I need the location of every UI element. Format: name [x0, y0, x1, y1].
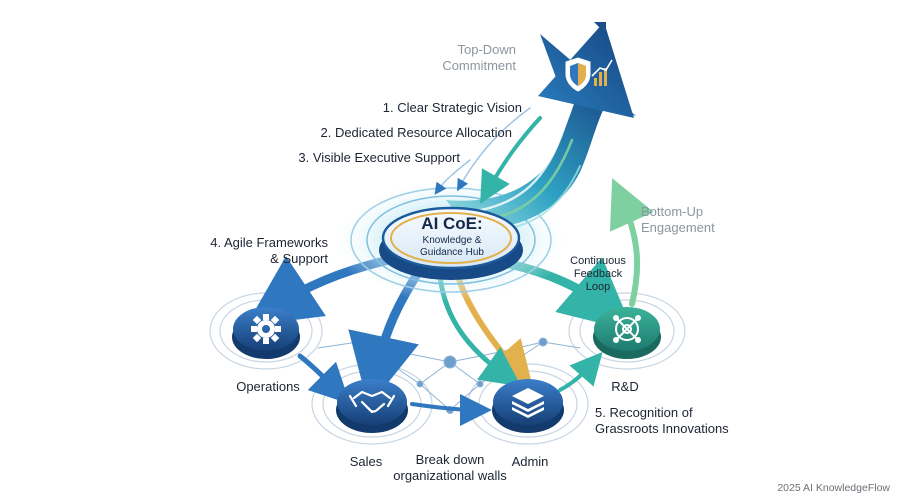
- walls-label: Break down organizational walls: [380, 452, 520, 484]
- bottom-up-line-1: Bottom-Up: [641, 204, 704, 219]
- node-sales: [336, 379, 408, 433]
- operations-label: Operations: [236, 379, 300, 394]
- principle-5-line-1: 5. Recognition of: [595, 405, 693, 420]
- layers-icon: [512, 388, 544, 418]
- handshake-icon: [348, 390, 396, 414]
- hub-title: AI CoE:: [421, 214, 483, 233]
- feedback-line-3: Loop: [585, 281, 611, 293]
- principle-4-label: 4. Agile Frameworks & Support: [196, 235, 328, 267]
- rnd-label: R&D: [611, 379, 639, 394]
- principle-3-label: 3. Visible Executive Support: [298, 150, 460, 165]
- principle-arrows: [434, 107, 542, 204]
- sales-label: Sales: [349, 454, 383, 469]
- top-down-line-1: Top-Down: [457, 42, 516, 57]
- hub-subtitle-line-2: Guidance Hub: [420, 247, 484, 258]
- hub-label: AI CoE: Knowledge & Guidance Hub: [404, 214, 500, 259]
- admin-label: Admin: [511, 454, 549, 469]
- shield-chart-icon: [565, 57, 613, 92]
- walls-line-1: Break down: [415, 452, 485, 467]
- hub-subtitle: Knowledge & Guidance Hub: [404, 235, 500, 259]
- bottom-up-label: Bottom-Up Engagement: [641, 204, 751, 236]
- walls-line-2: organizational walls: [393, 468, 507, 483]
- node-admin: [492, 379, 564, 433]
- feedback-line-1: Continuous: [570, 255, 626, 267]
- footer-credit: 2025 AI KnowledgeFlow: [777, 482, 890, 494]
- gear-icon: [251, 314, 281, 344]
- principle-1-label: 1. Clear Strategic Vision: [382, 100, 522, 115]
- feedback-loop-label: Continuous Feedback Loop: [560, 255, 636, 294]
- principle-5-line-2: Grassroots Innovations: [595, 421, 729, 436]
- principle-4-line-2: & Support: [270, 251, 328, 266]
- target-network-icon: [613, 315, 641, 343]
- hub-disk: [379, 206, 523, 280]
- feedback-line-2: Feedback: [573, 268, 623, 280]
- principle-4-line-1: 4. Agile Frameworks: [210, 235, 328, 250]
- top-down-line-2: Commitment: [442, 58, 516, 73]
- hub-subtitle-line-1: Knowledge &: [422, 235, 482, 246]
- bottom-up-line-2: Engagement: [641, 220, 715, 235]
- principle-2-label: 2. Dedicated Resource Allocation: [320, 125, 512, 140]
- bottom-up-arrow: [609, 178, 654, 307]
- principle-5-label: 5. Recognition of Grassroots Innovations: [595, 405, 755, 437]
- top-down-label: Top-Down Commitment: [410, 42, 516, 74]
